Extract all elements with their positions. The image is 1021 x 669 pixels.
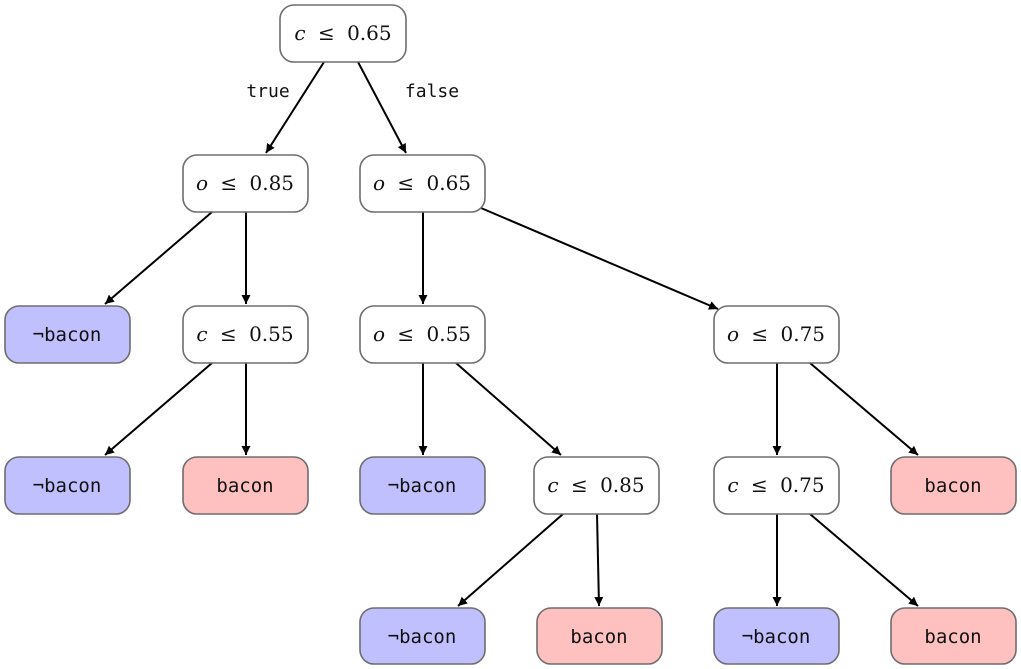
node-n13-label: ¬bacon	[388, 626, 457, 648]
node-n4-threshold: 0.55	[249, 322, 294, 346]
node-n11-op: ≤	[751, 473, 768, 497]
node-n0: c ≤ 0.65	[279, 4, 407, 63]
node-n15-label: ¬bacon	[742, 626, 811, 648]
svg-text:c ≤ 0.55: c ≤ 0.55	[196, 322, 293, 346]
node-n6-op: ≤	[751, 322, 768, 346]
node-n11-var: c	[727, 473, 738, 497]
edge-n6-n12	[809, 362, 919, 456]
node-n7-label: ¬bacon	[33, 475, 102, 497]
edge-n2-n6	[480, 207, 719, 310]
node-n1-op: ≤	[220, 171, 237, 195]
edge-n4-n7	[104, 362, 213, 456]
node-n14: bacon	[536, 607, 663, 665]
node-n5-op: ≤	[397, 322, 414, 346]
node-n5: o ≤ 0.55	[359, 305, 486, 364]
node-n10-threshold: 0.85	[600, 473, 645, 497]
svg-text:c ≤ 0.65: c ≤ 0.65	[294, 21, 391, 45]
edge-label-false: false	[405, 81, 459, 102]
edge-n10-n13	[457, 513, 564, 607]
node-n0-threshold: 0.65	[347, 21, 392, 45]
node-n8: bacon	[182, 456, 309, 515]
node-n16-label: bacon	[924, 626, 981, 648]
edge-n0-n2	[357, 61, 407, 154]
node-n9-label: ¬bacon	[388, 475, 457, 497]
edge-label-true: true	[246, 81, 289, 102]
node-n11: c ≤ 0.75	[713, 456, 840, 515]
node-n1: o ≤ 0.85	[182, 154, 309, 213]
edge-n1-n3	[104, 211, 213, 305]
node-n13: ¬bacon	[359, 607, 486, 665]
node-n16: bacon	[890, 607, 1017, 665]
edges	[104, 61, 919, 607]
node-n3: ¬bacon	[4, 305, 131, 364]
svg-text:o ≤ 0.75: o ≤ 0.75	[727, 322, 825, 346]
node-n2: o ≤ 0.65	[359, 154, 486, 213]
node-n2-var: o	[373, 171, 385, 195]
svg-text:o ≤ 0.85: o ≤ 0.85	[196, 171, 294, 195]
node-n10-var: c	[547, 473, 558, 497]
svg-text:c ≤ 0.85: c ≤ 0.85	[547, 473, 644, 497]
node-n6: o ≤ 0.75	[713, 305, 840, 364]
svg-text:o ≤ 0.55: o ≤ 0.55	[373, 322, 471, 346]
node-n7: ¬bacon	[4, 456, 131, 515]
node-n6-threshold: 0.75	[781, 322, 826, 346]
node-n14-label: bacon	[570, 626, 627, 648]
node-n4-op: ≤	[220, 322, 237, 346]
node-n6-var: o	[727, 322, 739, 346]
node-n0-var: c	[294, 21, 305, 45]
node-n10-op: ≤	[571, 473, 588, 497]
node-n10: c ≤ 0.85	[533, 456, 660, 515]
svg-text:c ≤ 0.75: c ≤ 0.75	[727, 473, 824, 497]
node-n5-threshold: 0.55	[427, 322, 472, 346]
edge-n5-n10	[455, 362, 562, 456]
node-n0-op: ≤	[318, 21, 335, 45]
node-n2-threshold: 0.65	[427, 171, 472, 195]
node-n5-var: o	[373, 322, 385, 346]
node-n15: ¬bacon	[713, 607, 840, 665]
node-n8-label: bacon	[216, 475, 273, 497]
node-n9: ¬bacon	[359, 456, 486, 515]
node-n2-op: ≤	[397, 171, 414, 195]
node-n4: c ≤ 0.55	[182, 305, 309, 364]
node-n11-threshold: 0.75	[780, 473, 825, 497]
edge-n10-n14	[594, 513, 604, 607]
node-n12: bacon	[890, 456, 1017, 515]
node-n12-label: bacon	[924, 475, 981, 497]
edge-n0-n1	[265, 61, 325, 154]
edge-n11-n16	[809, 513, 919, 607]
svg-text:o ≤ 0.65: o ≤ 0.65	[373, 171, 471, 195]
node-n4-var: c	[196, 322, 207, 346]
node-n1-var: o	[196, 171, 208, 195]
node-n3-label: ¬bacon	[33, 324, 102, 346]
node-n1-threshold: 0.85	[250, 171, 295, 195]
